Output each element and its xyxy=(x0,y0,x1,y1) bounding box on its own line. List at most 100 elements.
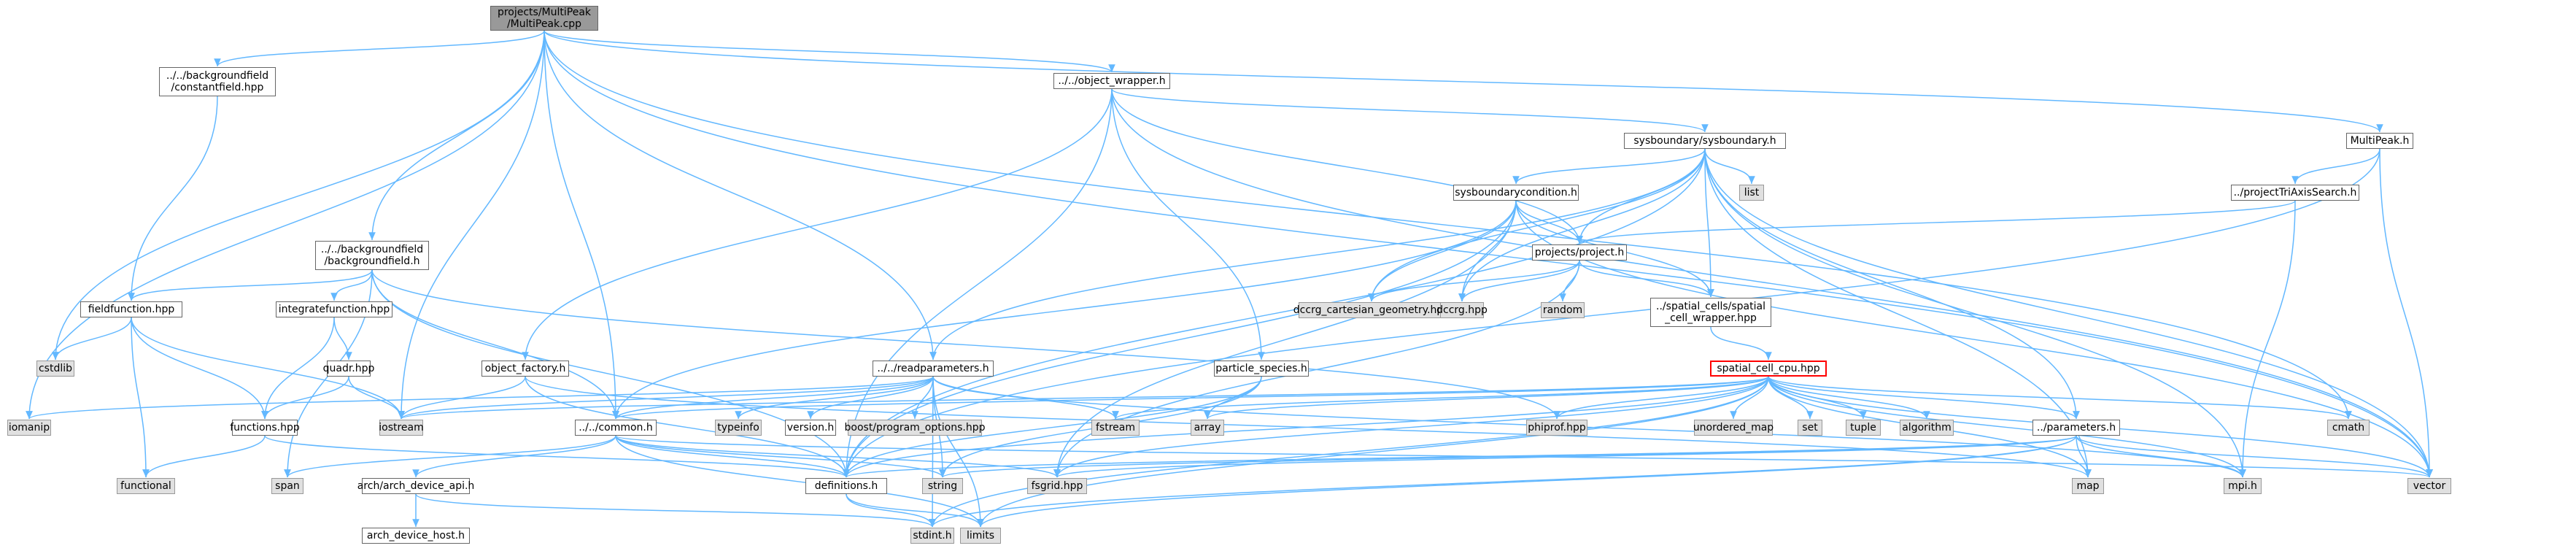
edge-sysboundary-to-vector xyxy=(1704,148,2433,478)
graph-node-cstdlib: cstdlib xyxy=(36,361,74,377)
edge-spatial_cell_cpu-to-parameters xyxy=(1768,376,2080,420)
edge-spatial_cell_cpu-to-fsgrid xyxy=(1053,376,1769,478)
edge-fieldfunction-to-functional xyxy=(131,317,150,478)
graph-node-sysboundarycondition[interactable]: sysboundarycondition.h xyxy=(1453,185,1579,201)
edge-sysboundary-to-list xyxy=(1704,148,1755,185)
edge-root-to-common xyxy=(544,30,619,420)
graph-node-object-wrapper[interactable]: ../../object_wrapper.h xyxy=(1053,73,1170,89)
edge-quadr-to-functions xyxy=(261,376,349,420)
edge-sysboundarycondition-to-dccrg_cart xyxy=(1368,200,1517,302)
edge-readparameters-to-iomanip xyxy=(26,376,934,420)
graph-node-particle-species[interactable]: particle_species.h xyxy=(1214,361,1309,377)
graph-node-integratefunction[interactable]: integratefunction.hpp xyxy=(276,301,392,317)
graph-node-vector: vector xyxy=(2407,478,2451,494)
edge-spatial_cell_cpu-to-stdint xyxy=(929,376,1769,528)
edge-project_h-to-random xyxy=(1559,260,1580,302)
graph-node-typeinfo: typeinfo xyxy=(715,420,762,436)
edge-multipeak_h-to-definitions xyxy=(843,148,2380,478)
edge-sysboundary-to-sysboundarycondition xyxy=(1512,148,1706,185)
edge-sysboundary-to-parameters xyxy=(1704,148,2080,420)
edge-sysboundarycondition-to-common xyxy=(612,200,1517,420)
graph-node-tuple: tuple xyxy=(1846,420,1881,436)
graph-node-cmath: cmath xyxy=(2327,420,2370,436)
edge-projecttriaxis-to-mpi xyxy=(2239,200,2296,478)
graph-node-sysboundary[interactable]: sysboundary/sysboundary.h xyxy=(1624,133,1786,149)
edge-spatial_cell_cpu-to-iostream xyxy=(398,376,1769,420)
edge-root-to-cmath xyxy=(544,30,2352,420)
graph-node-set: set xyxy=(1798,420,1822,436)
graph-node-map: map xyxy=(2072,478,2104,494)
edge-spatial_cell_cpu-to-unordered_map xyxy=(1730,376,1769,420)
edge-object_factory-to-definitions xyxy=(525,376,850,478)
graph-node-string: string xyxy=(922,478,963,494)
edge-object_wrapper-to-sysboundary xyxy=(1111,88,1709,133)
edge-root-to-object_wrapper xyxy=(544,30,1115,73)
edge-constantfield-to-fieldfunction xyxy=(128,96,218,301)
edge-sysboundary-to-map xyxy=(1704,148,2092,478)
edge-definitions-to-stdint xyxy=(846,493,936,528)
graph-node-iostream: iostream xyxy=(379,420,424,436)
graph-node-version[interactable]: version.h xyxy=(785,420,836,436)
graph-node-readparameters[interactable]: ../../readparameters.h xyxy=(873,361,994,377)
edge-root-to-vector xyxy=(544,30,2433,478)
edge-integratefunction-to-quadr xyxy=(333,317,352,361)
edge-functions-to-functional xyxy=(142,435,266,478)
edge-spatial_cell_cpu-to-common xyxy=(612,376,1769,420)
graph-node-constantfield[interactable]: ../../backgroundfield /constantfield.hpp xyxy=(159,67,276,96)
edge-common-to-span xyxy=(284,435,616,478)
graph-node-spatial-cell-cpu[interactable]: spatial_cell_cpu.hpp xyxy=(1710,361,1827,377)
edge-spatial_cell_cpu-to-array xyxy=(1204,376,1769,420)
edge-readparameters-to-iostream xyxy=(398,376,934,420)
graph-node-functions[interactable]: functions.hpp xyxy=(230,420,300,436)
edge-common-to-definitions xyxy=(615,435,850,478)
dependency-edges xyxy=(26,30,2433,528)
edge-parameters-to-limits xyxy=(977,435,2077,528)
graph-node-unordered-map: unordered_map xyxy=(1693,420,1774,436)
edge-backgroundfield-to-phiprof xyxy=(371,269,1560,420)
graph-node-boost-po: boost/program_options.hpp xyxy=(845,420,985,436)
edge-common-to-fsgrid xyxy=(615,435,1061,478)
graph-node-limits: limits xyxy=(960,528,1001,544)
edge-root-to-backgroundfield xyxy=(368,30,545,241)
graph-node-arch-device-host[interactable]: arch_device_host.h xyxy=(362,528,470,544)
graph-node-parameters[interactable]: ../parameters.h xyxy=(2032,420,2120,436)
graph-node-projecttriaxis[interactable]: ../projectTriAxisSearch.h xyxy=(2231,185,2359,201)
edge-project_h-to-dccrg xyxy=(1458,260,1580,302)
edge-parameters-to-fsgrid xyxy=(1053,435,2077,478)
edge-sysboundary-to-definitions xyxy=(843,148,1706,478)
edge-object_wrapper-to-vector xyxy=(1111,88,2433,478)
graph-node-algorithm: algorithm xyxy=(1900,420,1954,436)
graph-node-quadr[interactable]: quadr.hpp xyxy=(323,361,374,377)
graph-node-definitions[interactable]: definitions.h xyxy=(805,478,887,494)
graph-node-list: list xyxy=(1739,185,1764,201)
edge-parameters-to-mpi xyxy=(2076,435,2246,478)
graph-node-object-factory[interactable]: object_factory.h xyxy=(481,361,569,377)
edge-sysboundarycondition-to-vector xyxy=(1515,200,2433,478)
graph-node-arch-device-api[interactable]: arch/arch_device_api.h xyxy=(357,478,474,494)
graph-node-root[interactable]: projects/MultiPeak /MultiPeak.cpp xyxy=(490,6,598,31)
edge-spatial_cell_cpu-to-limits xyxy=(977,376,1769,528)
graph-node-dccrg: dccrg.hpp xyxy=(1436,302,1488,318)
graph-node-spatial-wrapper[interactable]: ../spatial_cells/spatial _cell_wrapper.h… xyxy=(1650,298,1771,327)
graph-node-span: span xyxy=(271,478,303,494)
edge-root-to-readparameters xyxy=(544,30,937,361)
edge-integratefunction-to-functions xyxy=(261,317,335,420)
edge-common-to-arch_device_api xyxy=(412,435,616,478)
edge-parameters-to-map xyxy=(2076,435,2092,478)
edge-backgroundfield-to-common xyxy=(371,269,619,420)
graph-node-fieldfunction[interactable]: fieldfunction.hpp xyxy=(80,301,182,317)
graph-node-project-h[interactable]: projects/project.h xyxy=(1532,244,1627,261)
graph-node-dccrg-cart: dccrg_cartesian_geometry.hpp xyxy=(1293,302,1450,318)
graph-node-phiprof: phiprof.hpp xyxy=(1526,420,1587,436)
edge-root-to-cstdlib xyxy=(52,30,545,361)
edge-sysboundary-to-spatial_wrapper xyxy=(1704,148,1714,298)
edge-readparameters-to-typeinfo xyxy=(735,376,934,420)
edge-object_wrapper-to-particle_species xyxy=(1111,88,1265,361)
graph-node-multipeak-h[interactable]: MultiPeak.h xyxy=(2346,133,2413,149)
graph-node-fstream: fstream xyxy=(1091,420,1140,436)
edge-spatial_wrapper-to-spatial_cell_cpu xyxy=(1710,326,1772,361)
graph-node-common[interactable]: ../../common.h xyxy=(575,420,657,436)
edge-fieldfunction-to-cstdlib xyxy=(52,317,132,361)
graph-node-backgroundfield[interactable]: ../../backgroundfield /backgroundfield.h xyxy=(315,241,429,270)
edge-project_h-to-spatial_wrapper xyxy=(1579,260,1714,298)
